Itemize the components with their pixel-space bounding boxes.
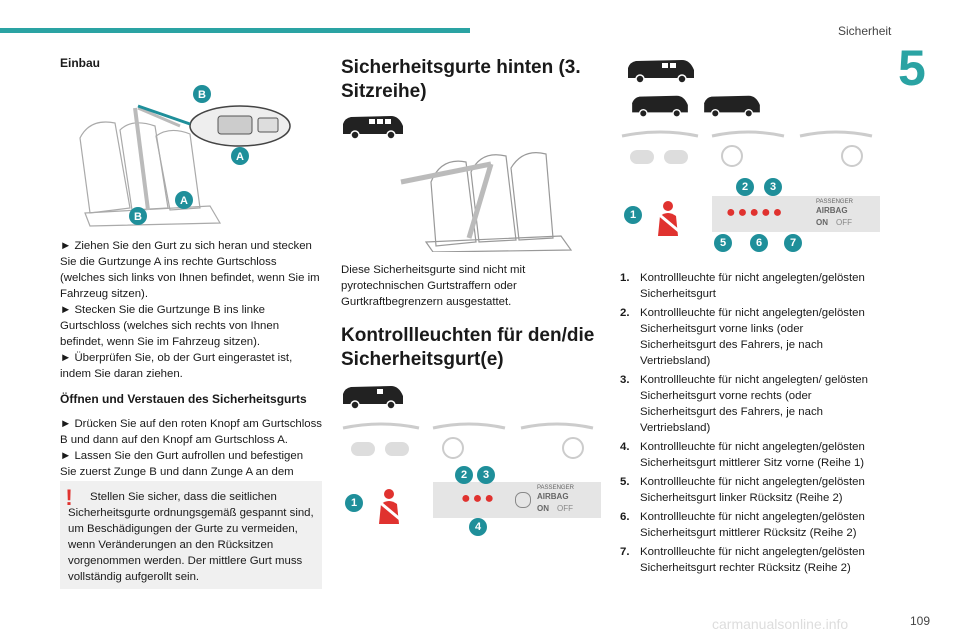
- rear-belts-note: Diese Sicherheitsgurte sind nicht mit py…: [341, 264, 526, 308]
- van-icon-long: [628, 60, 694, 84]
- label-b-bottom: B: [134, 211, 142, 223]
- airbag-off-icon: [515, 492, 531, 508]
- installation-steps: ► Ziehen Sie den Gurt zu sich heran und …: [60, 238, 322, 382]
- van-icon-b: [704, 95, 760, 118]
- badge-4: 4: [469, 518, 487, 536]
- badge-3-right: 3: [764, 178, 782, 196]
- chapter-number: 5: [898, 40, 926, 96]
- legend-item: 2.Kontrollleuchte für nicht angelegten/g…: [620, 307, 865, 367]
- seatbelt-lamp-icon-right: [655, 201, 681, 236]
- badge-7-right: 7: [784, 234, 802, 252]
- airbag-on: ON: [537, 504, 549, 513]
- van-icon: [343, 116, 403, 140]
- stow-step-1: ► Drücken Sie auf den roten Knopf am Gur…: [60, 418, 322, 446]
- heading-installation: Einbau: [60, 56, 101, 70]
- lamp-strip: ●●● PASSENGER AIRBAG ON OFF: [433, 482, 601, 518]
- dashboard-variants-right: [621, 130, 873, 167]
- badge-3: 3: [477, 466, 495, 484]
- airbag-line2-right: AIRBAG: [816, 206, 848, 215]
- step-1: ► Ziehen Sie den Gurt zu sich heran und …: [60, 240, 320, 300]
- legend-item: 3.Kontrollleuchte für nicht angelegten/ …: [620, 374, 868, 434]
- airbag-off-right: OFF: [836, 218, 852, 227]
- warning-icon: !: [65, 485, 73, 510]
- van-icon-row: [630, 92, 882, 118]
- airbag-line1: PASSENGER: [537, 485, 574, 491]
- row-lamps-right: ●●●●●: [726, 204, 785, 221]
- seat-belt-illustration: B A A B: [79, 85, 291, 227]
- airbag-line1-right: PASSENGER: [816, 199, 853, 205]
- legend-item: 6.Kontrollleuchte für nicht angelegten/g…: [620, 511, 865, 539]
- badge-2-right: 2: [736, 178, 754, 196]
- legend-item: 1.Kontrollleuchte für nicht angelegten/g…: [620, 272, 865, 300]
- header-accent-bar: [0, 28, 470, 33]
- column-lamp-legend: 1 ●●●●● PASSENGER AIRBAG ON OFF 2 3 5 6 …: [620, 56, 882, 579]
- dashboard-variants: [342, 422, 594, 459]
- label-b-top: B: [198, 89, 206, 101]
- lamp-legend-list: 1.Kontrollleuchte für nicht angelegten/g…: [620, 270, 882, 576]
- column-installation: Einbau B A A B ► Ziehen Sie den Gurt zu …: [60, 56, 322, 496]
- heading-warning-lamps: Kontrollleuchten für den/die Sicherheits…: [341, 325, 595, 370]
- badge-6-right: 6: [750, 234, 768, 252]
- van-icon-small: [343, 386, 403, 410]
- warning-lamp-panel: 1 ●●● PASSENGER AIRBAG ON OFF 2 3 4: [341, 466, 603, 536]
- row-lamps: ●●●: [461, 490, 496, 507]
- van-icon-a: [632, 95, 688, 118]
- page-number: 109: [910, 614, 931, 628]
- step-3: ► Überprüfen Sie, ob der Gurt eingeraste…: [60, 352, 293, 380]
- seatbelt-lamp-icon: [376, 489, 402, 524]
- airbag-on-right: ON: [816, 218, 828, 227]
- badge-2: 2: [455, 466, 473, 484]
- badge-1: 1: [345, 494, 363, 512]
- badge-1-right: 1: [624, 206, 642, 224]
- legend-item: 7.Kontrollleuchte für nicht angelegten/g…: [620, 546, 865, 574]
- column-rear-belts: Sicherheitsgurte hinten (3. Sitzreihe) D…: [341, 56, 603, 536]
- section-title: Sicherheit: [838, 24, 892, 38]
- warning-lamp-panel-right: 1 ●●●●● PASSENGER AIRBAG ON OFF 2 3 5 6 …: [620, 178, 882, 252]
- airbag-off: OFF: [557, 504, 573, 513]
- lamp-strip-right: ●●●●● PASSENGER AIRBAG ON OFF: [712, 196, 880, 232]
- badge-5-right: 5: [714, 234, 732, 252]
- legend-item: 4.Kontrollleuchte für nicht angelegten/g…: [620, 441, 865, 469]
- watermark: carmanualsonline.info: [712, 616, 849, 632]
- label-a-bottom: A: [180, 195, 188, 207]
- step-2: ► Stecken Sie die Gurtzunge B ins linke …: [60, 304, 280, 348]
- warning-text: Stellen Sie sicher, dass die seitlichen …: [68, 491, 314, 583]
- warning-box: ! Stellen Sie sicher, dass die seitliche…: [60, 481, 322, 589]
- legend-item: 5.Kontrollleuchte für nicht angelegten/g…: [620, 476, 865, 504]
- label-a-top: A: [236, 151, 244, 163]
- heading-rear-belts: Sicherheitsgurte hinten (3. Sitzreihe): [341, 57, 581, 102]
- third-row-seat-illustration: [400, 152, 573, 252]
- airbag-line2: AIRBAG: [537, 492, 569, 501]
- heading-open-stow: Öffnen und Verstauen des Sicherheitsgurt…: [60, 392, 307, 406]
